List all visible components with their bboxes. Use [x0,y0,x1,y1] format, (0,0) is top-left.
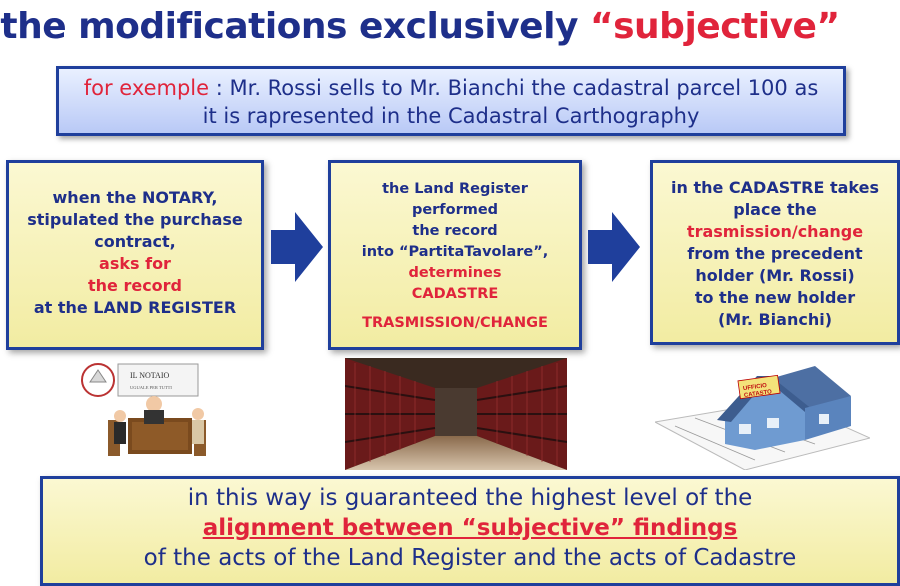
step-land-register-box: the Land Register performed the record i… [328,160,582,350]
example-line-1: for exemple : Mr. Rossi sells to Mr. Bia… [59,74,843,102]
example-lead: for exemple [83,76,210,100]
step3-line: (Mr. Bianchi) [717,310,833,329]
step3-line: in the CADASTRE takes [671,178,879,197]
step2-line: the record [412,223,498,239]
step-notary-box: when the NOTARY, stipulated the purchase… [6,160,264,350]
step-cadastre-box: in the CADASTRE takes place the trasmiss… [650,160,900,345]
example-line-1-text: : Mr. Rossi sells to Mr. Bianchi the cad… [209,76,819,100]
step2-line: CADASTRE [411,286,499,302]
notary-office-illustration: IL NOTAIO UGUALE PER TUTTI [81,363,206,456]
step2-line: TRASMISSION/CHANGE [362,315,548,331]
title-prefix: the modifications exclusively [0,6,590,47]
step3-line: trasmission/change [686,222,864,241]
step3-line: holder (Mr. Rossi) [695,266,855,285]
conclusion-line-1: in this way is guaranteed the highest le… [187,485,753,511]
slide-title: the modifications exclusively “subjectiv… [0,6,840,47]
cadastre-sign-subtext: CATASTO [744,389,773,399]
step3-line: place the [733,200,817,219]
right-arrow-icon [588,212,640,282]
step2-line: performed [411,202,499,218]
notary-sign-text: IL NOTAIO [130,371,169,380]
cadastre-house-illustration: UFFICIO CATASTO [655,366,870,470]
cadastre-sign-text: UFFICIO [743,383,768,392]
notary-sign-subtext: UGUALE PER TUTTI [130,385,172,390]
step3-line: from the precedent [687,244,863,263]
step3-line: to the new holder [694,288,856,307]
example-box: for exemple : Mr. Rossi sells to Mr. Bia… [56,66,846,136]
conclusion-line-2: alignment between “subjective” findings [202,515,738,541]
example-line-2: it is rapresented in the Cadastral Carth… [202,104,700,128]
step2-line: into “PartitaTavolare”, [361,244,549,260]
step1-line: at the LAND REGISTER [33,298,237,317]
title-highlight: “subjective” [589,6,840,47]
step2-line: determines [408,265,502,281]
land-register-archive-photo [345,358,567,470]
conclusion-line-3: of the acts of the Land Register and the… [143,545,797,571]
step1-line: the record [87,276,183,295]
step1-line: contract, [94,232,176,251]
conclusion-box: in this way is guaranteed the highest le… [40,476,900,586]
step1-line: stipulated the purchase [27,210,243,229]
notary-figure [146,396,162,412]
step2-line: the Land Register [382,181,528,197]
step1-line: asks for [99,254,171,273]
step1-line: when the NOTARY, [52,188,218,207]
right-arrow-icon [271,212,323,282]
